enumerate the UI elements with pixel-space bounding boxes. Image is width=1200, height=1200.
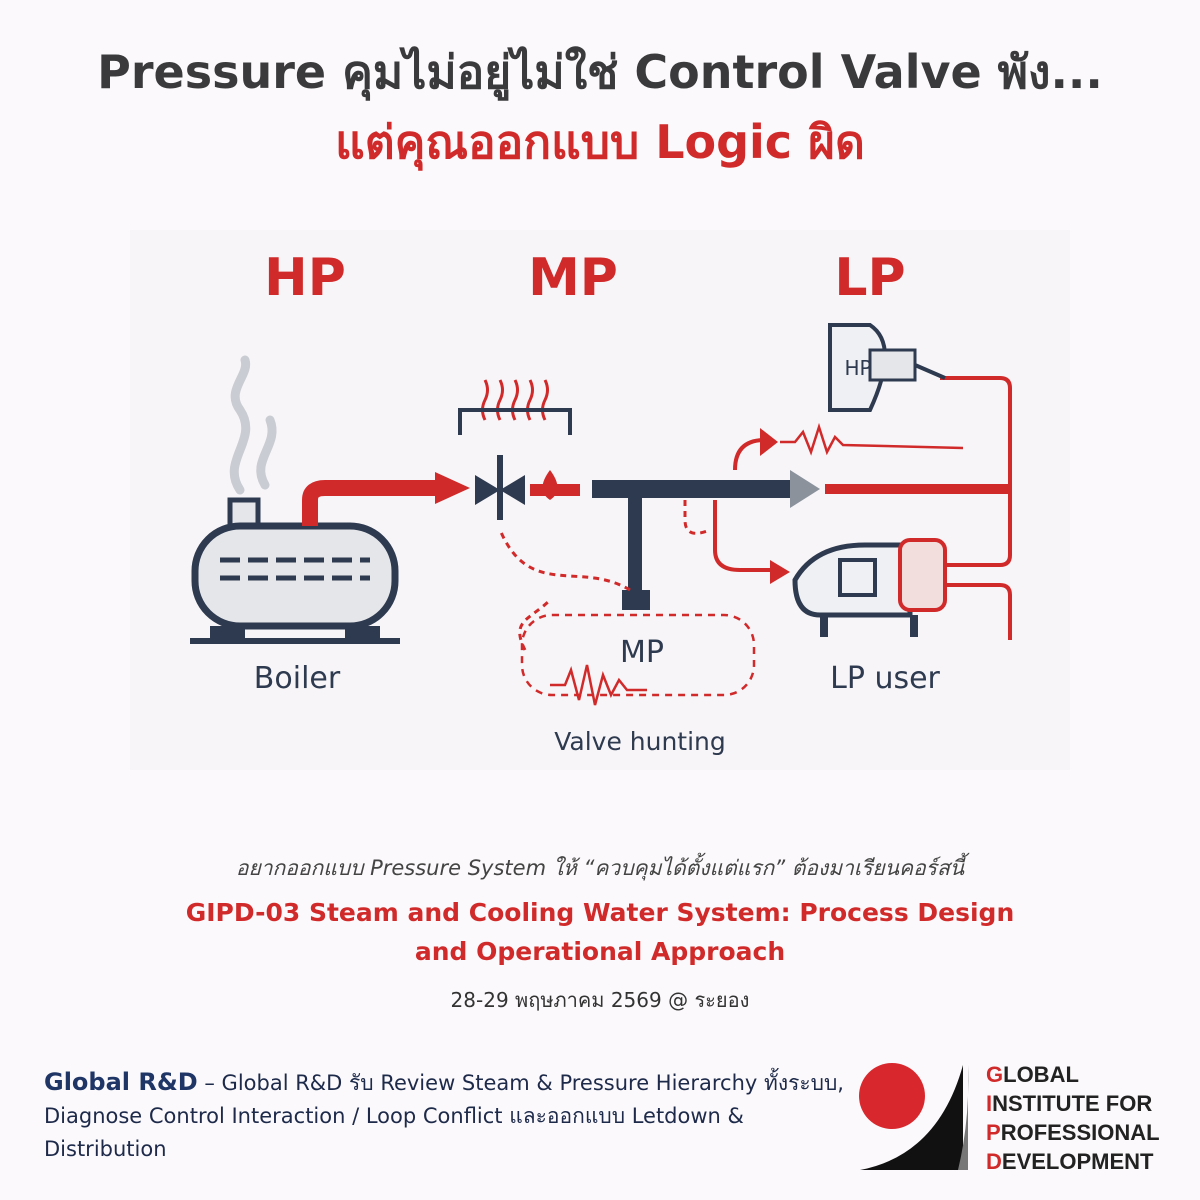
flow-arrow-icon <box>770 560 790 584</box>
logo-line-2: INSTITUTE FOR <box>986 1091 1153 1116</box>
boiler-label: Boiler <box>254 661 341 696</box>
course-intro: อยากออกแบบ Pressure System ให้ “ควบคุมได… <box>235 856 965 880</box>
course-date-location: 28-29 พฤษภาคม 2569 @ ระยอง <box>450 988 750 1012</box>
turbine-badge: HP <box>844 356 871 380</box>
lp-user-pump-icon <box>792 538 947 637</box>
zone-label-hp: HP <box>264 248 346 308</box>
zone-label-lp: LP <box>834 248 905 308</box>
logo-line-1: GLOBAL <box>986 1062 1079 1087</box>
diagram-background <box>130 230 1070 770</box>
logo-line-3: PROFESSIONAL <box>986 1120 1160 1145</box>
course-title-line-2: and Operational Approach <box>414 937 786 966</box>
gipd-logo: GLOBAL INSTITUTE FOR PROFESSIONAL DEVELO… <box>858 1060 1178 1175</box>
headline-line-2: แต่คุณออกแบบ Logic ผิด <box>335 115 865 169</box>
mp-header-pipe <box>592 480 792 498</box>
footer-text: – Global R&D รับ Review Steam & Pressure… <box>44 1071 844 1161</box>
mp-header-label: MP <box>620 635 664 670</box>
footer-description: Global R&D – Global R&D รับ Review Steam… <box>44 1066 844 1166</box>
valve-hunting-label: Valve hunting <box>554 727 726 756</box>
turbine-icon: HP <box>828 323 946 412</box>
hp-steam-pipe <box>302 480 440 526</box>
letdown-valve-icon <box>622 590 650 610</box>
headline-line-1: Pressure คุมไม่อยู่ไม่ใช่ Control Valve … <box>97 45 1103 99</box>
lp-user-label: LP user <box>830 661 940 696</box>
logo-mark-icon <box>859 1063 969 1170</box>
steam-plume-icon <box>229 355 277 495</box>
logo-line-4: DEVELOPMENT <box>986 1149 1154 1174</box>
course-title-line-1: GIPD-03 Steam and Cooling Water System: … <box>185 898 1015 927</box>
boiler-icon <box>190 497 400 644</box>
steam-pressure-diagram: HP MP LP Boiler MP Valve hunting <box>130 230 1070 770</box>
pressure-oscillation-wave <box>550 664 647 706</box>
brand-name: Global R&D <box>44 1068 198 1096</box>
control-valve-icon <box>458 379 580 520</box>
flow-arrow-icon <box>790 470 820 508</box>
flow-arrow-icon <box>435 472 470 504</box>
zone-label-mp: MP <box>528 248 618 308</box>
